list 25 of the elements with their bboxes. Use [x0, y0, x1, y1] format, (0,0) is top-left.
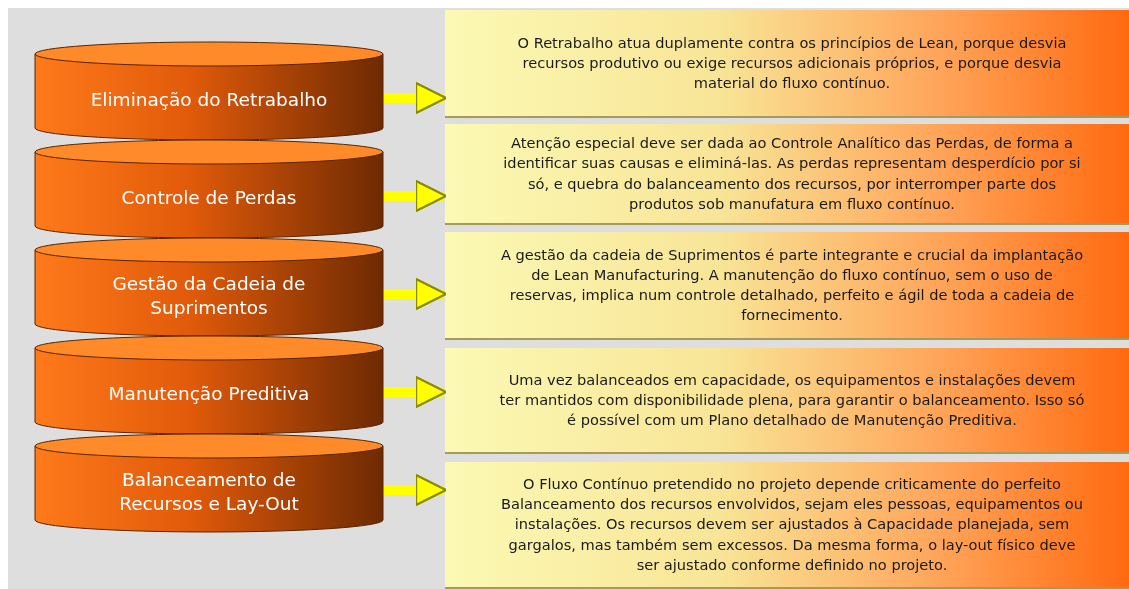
description-panel [445, 124, 1129, 225]
description-text: Atenção especial deve ser dada ao Controle Analítico das Perdas, de forma a identificar suas causas e eliminá-las. As perdas representam desperdício por si só, e quebra do balanceamento dos recursos, por interromper parte dos produtos sob manufatura em fluxo contínuo. [502, 133, 1082, 214]
cylinder-label: Eliminação do Retrabalho [90, 87, 328, 112]
description-panel [445, 10, 1129, 118]
description-panel [445, 348, 1129, 454]
description-panel [445, 232, 1129, 340]
cylinder-segment [35, 140, 383, 238]
description-panel [445, 462, 1129, 589]
cylinder-label: Gestão da Cadeia de Suprimentos [111, 271, 307, 320]
cylinder-label: Manutenção Preditiva [108, 381, 310, 406]
description-text: O Retrabalho atua duplamente contra os princípios de Lean, porque desvia recursos produtivo ou exige recursos adicionais próprios, e porque desvia material do fluxo contínuo. [516, 32, 1068, 94]
description-text: A gestão da cadeia de Suprimentos é parte integrante e crucial da implantação de Lean Manufacturing. A manutenção do fluxo contínuo, sem o uso de reservas, implica num controle detalhado, perfeito e ágil de toda a cadeia de fornecimento. [499, 244, 1085, 326]
arrow [383, 277, 448, 311]
description-text: O Fluxo Contínuo pretendido no projeto depende criticamente do perfeito Balanceamento dos recursos envolvidos, sejam eles pessoas, equipamentos ou instalações. Os recursos devem ser ajustados à Capacidade planejada, sem gargalos, mas também sem excessos. Da mesma forma, o lay-out físico deve ser ajustado conforme definido no projeto. [500, 474, 1084, 575]
cylinder-label: Balanceamento de Recursos e Lay-Out [118, 467, 300, 516]
cylinder-segment [35, 336, 383, 434]
description-text: Uma vez balanceados em capacidade, os equipamentos e instalações devem ter mantidos com disponibilidade plena, para garantir o balanceamento. Isso só é possível com um Plano detalhado de Manutenção Preditiva. [498, 369, 1086, 431]
cylinder-segment [35, 42, 383, 140]
arrow [383, 81, 448, 115]
arrow [383, 179, 448, 213]
cylinder-label: Controle de Perdas [121, 185, 297, 210]
arrow [383, 375, 448, 409]
cylinder-segment [35, 238, 383, 336]
arrow [383, 473, 448, 507]
cylinder-segment [35, 434, 383, 532]
